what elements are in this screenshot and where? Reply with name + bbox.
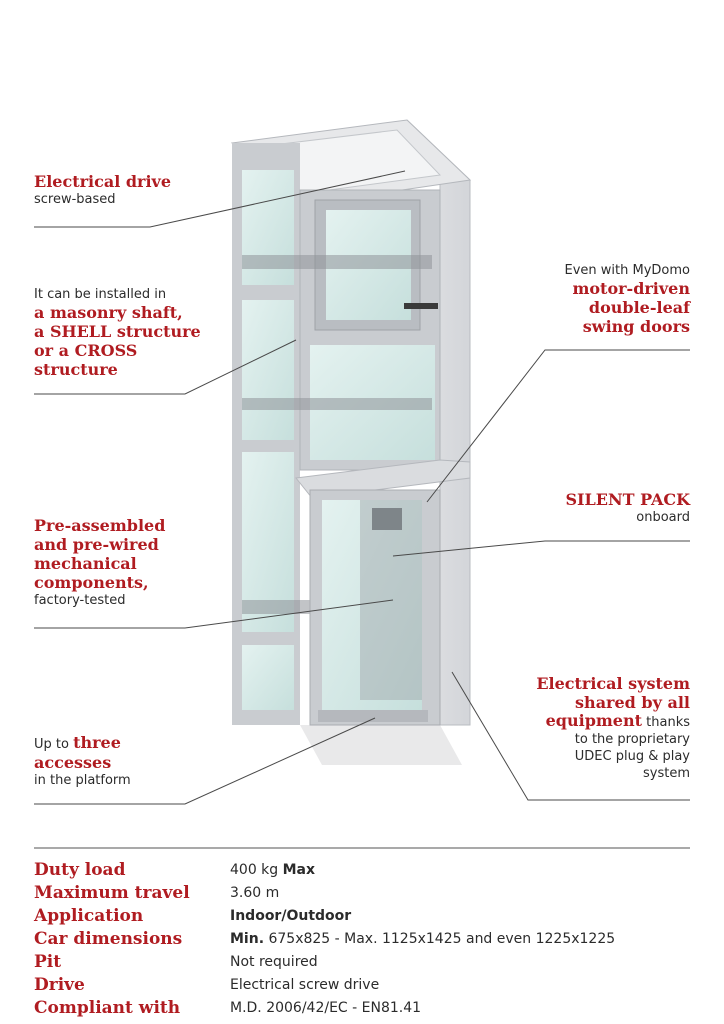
spec-row-drive: Drive Electrical screw drive <box>34 973 694 996</box>
spec-row-duty-load: Duty load 400 kg Max <box>34 858 694 881</box>
spec-row-maximum-travel: Maximum travel 3.60 m <box>34 881 694 904</box>
callout-pre-assembled: Pre-assembled and pre-wired mechanical c… <box>34 516 165 609</box>
spec-label: Application <box>34 905 144 926</box>
spec-row-application: Application Indoor/Outdoor <box>34 904 694 927</box>
callout-installation-l4: structure <box>34 360 118 379</box>
callout-electrical-drive: Electrical drive screw-based <box>34 172 171 208</box>
callout-accesses-bold1: three <box>73 733 121 752</box>
callout-electrical-system-l2: shared by all <box>575 693 690 712</box>
callout-electrical-system-l6: system <box>643 766 690 781</box>
callout-accesses-pre: Up to <box>34 737 74 752</box>
callout-accesses: Up to three accesses in the platform <box>34 734 131 789</box>
callout-installation-l1: a masonry shaft, <box>34 303 183 322</box>
callout-installation-l3: or a CROSS <box>34 341 138 360</box>
specs-table: Duty load 400 kg Max Maximum travel 3.60… <box>34 858 694 1019</box>
callout-installation-pre: It can be installed in <box>34 287 167 302</box>
callout-doors-l1: motor-driven <box>572 279 690 298</box>
callout-installation-l2: a SHELL structure <box>34 322 201 341</box>
spec-value: 3.60 m <box>230 884 280 901</box>
callout-accesses-bold2: accesses <box>34 753 112 772</box>
callout-doors-l2: double-leaf <box>588 298 690 317</box>
callout-electrical-system: Electrical system shared by all equipmen… <box>536 674 690 782</box>
specs-divider <box>34 847 690 849</box>
spec-row-compliant-with: Compliant with M.D. 2006/42/EC - EN81.41 <box>34 996 694 1019</box>
spec-value: Min. 675x825 - Max. 1125x1425 and even 1… <box>230 930 616 947</box>
callout-electrical-system-l3: equipment <box>545 711 643 730</box>
callout-pre-assembled-l3: mechanical <box>34 554 137 573</box>
spec-label: Duty load <box>34 859 126 880</box>
callout-electrical-system-l4: to the proprietary <box>574 732 690 747</box>
callout-pre-assembled-l1: Pre-assembled <box>34 516 166 535</box>
spec-value: Electrical screw drive <box>230 976 380 993</box>
spec-row-pit: Pit Not required <box>34 950 694 973</box>
callout-doors: Even with MyDomo motor-driven double-lea… <box>565 262 690 336</box>
spec-label: Pit <box>34 951 62 972</box>
callout-electrical-system-l3b: thanks <box>642 715 690 730</box>
callout-pre-assembled-sub: factory-tested <box>34 593 126 608</box>
callout-electrical-system-l1: Electrical system <box>536 674 690 693</box>
spec-value: 400 kg Max <box>230 861 316 878</box>
callout-electrical-drive-sub: screw-based <box>34 192 116 207</box>
callout-silent-pack-title: SILENT PACK <box>565 490 690 509</box>
spec-label: Drive <box>34 974 85 995</box>
spec-value: Not required <box>230 953 318 970</box>
spec-label: Compliant with <box>34 997 181 1018</box>
callout-pre-assembled-l2: and pre-wired <box>34 535 159 554</box>
callout-electrical-system-l5: UDEC plug & play <box>574 749 690 764</box>
callout-doors-pre: Even with MyDomo <box>564 263 690 278</box>
callout-accesses-sub: in the platform <box>34 773 131 788</box>
spec-label: Maximum travel <box>34 882 190 903</box>
callout-electrical-drive-title: Electrical drive <box>34 172 172 191</box>
spec-row-car-dimensions: Car dimensions Min. 675x825 - Max. 1125x… <box>34 927 694 950</box>
callout-silent-pack-sub: onboard <box>636 510 690 525</box>
callout-silent-pack: SILENT PACK onboard <box>565 490 690 526</box>
spec-value: Indoor/Outdoor <box>230 907 352 924</box>
spec-value: M.D. 2006/42/EC - EN81.41 <box>230 999 422 1016</box>
callout-doors-l3: swing doors <box>582 317 690 336</box>
callout-pre-assembled-l4: components, <box>34 573 149 592</box>
spec-label: Car dimensions <box>34 928 183 949</box>
callout-installation: It can be installed in a masonry shaft, … <box>34 286 201 379</box>
